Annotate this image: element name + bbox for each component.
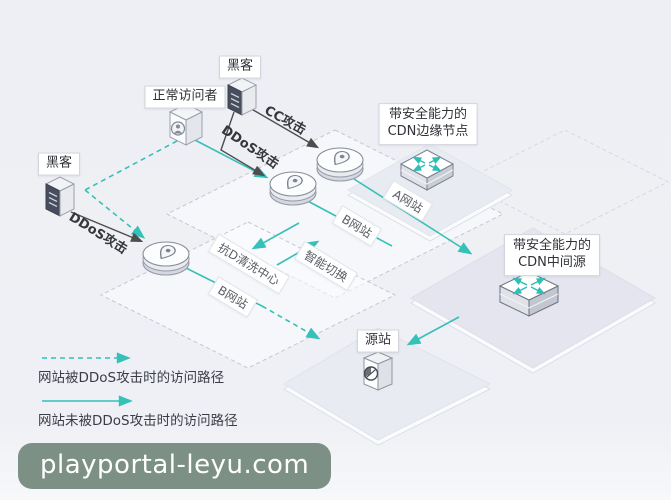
legend-attacked-path-text: 网站被DDoS攻击时的访问路径 bbox=[38, 370, 225, 386]
visitor-label: 正常访问者 bbox=[144, 85, 226, 109]
hacker-top-server-icon bbox=[226, 77, 258, 116]
origin-server-icon bbox=[362, 351, 394, 391]
mid-source-label-line1: 带安全能力的 bbox=[512, 238, 592, 254]
edge-node-label-line1: 带安全能力的 bbox=[388, 107, 467, 123]
cdn-mid-source-icon bbox=[498, 271, 560, 317]
visitor-icon bbox=[168, 103, 204, 146]
watermark-badge: playportal-leyu.com bbox=[18, 443, 332, 489]
origin-label: 源站 bbox=[356, 329, 400, 353]
platform-edge bbox=[346, 143, 514, 237]
mid-source-label: 带安全能力的 CDN中间源 bbox=[503, 234, 601, 276]
attack-reroute-paths bbox=[84, 140, 321, 340]
edge-node-label-line2: CDN边缘节点 bbox=[387, 124, 469, 139]
edge-node-label: 带安全能力的 CDN边缘节点 bbox=[378, 103, 478, 145]
path-reroute-to-origin bbox=[261, 305, 321, 340]
path-visitor-reroute-2 bbox=[84, 189, 146, 239]
path-visitor-reroute-1 bbox=[84, 140, 178, 191]
cdn-edge-node-icon bbox=[399, 149, 455, 191]
path-switch-to-cleaning bbox=[251, 222, 300, 250]
platforms bbox=[99, 129, 670, 446]
arrow-ddos-attack-left bbox=[70, 211, 144, 242]
legend-arrows bbox=[42, 352, 133, 407]
location-pin-icon bbox=[333, 151, 350, 166]
hacker-left-server-icon bbox=[44, 176, 76, 217]
location-pin-icon bbox=[286, 175, 303, 190]
cleaning-center-disc bbox=[142, 241, 190, 276]
attack-arrows bbox=[70, 106, 320, 242]
legend-normal-path-text: 网站未被DDoS攻击时的访问路径 bbox=[38, 413, 238, 429]
cdn-node-a-disc bbox=[316, 147, 364, 182]
arrow-cc-attack bbox=[247, 106, 320, 149]
mid-source-label-line2: CDN中间源 bbox=[518, 255, 586, 270]
move-arrows-icon bbox=[412, 156, 442, 172]
path-mid-to-origin bbox=[406, 316, 460, 346]
cdn-node-b-disc bbox=[269, 171, 317, 206]
hacker-left-label: 黑客 bbox=[37, 152, 81, 176]
hacker-top-label: 黑客 bbox=[218, 55, 262, 79]
move-arrows-icon bbox=[512, 277, 546, 295]
location-pin-icon bbox=[159, 245, 176, 260]
arrow-ddos-attack-top bbox=[220, 111, 266, 177]
